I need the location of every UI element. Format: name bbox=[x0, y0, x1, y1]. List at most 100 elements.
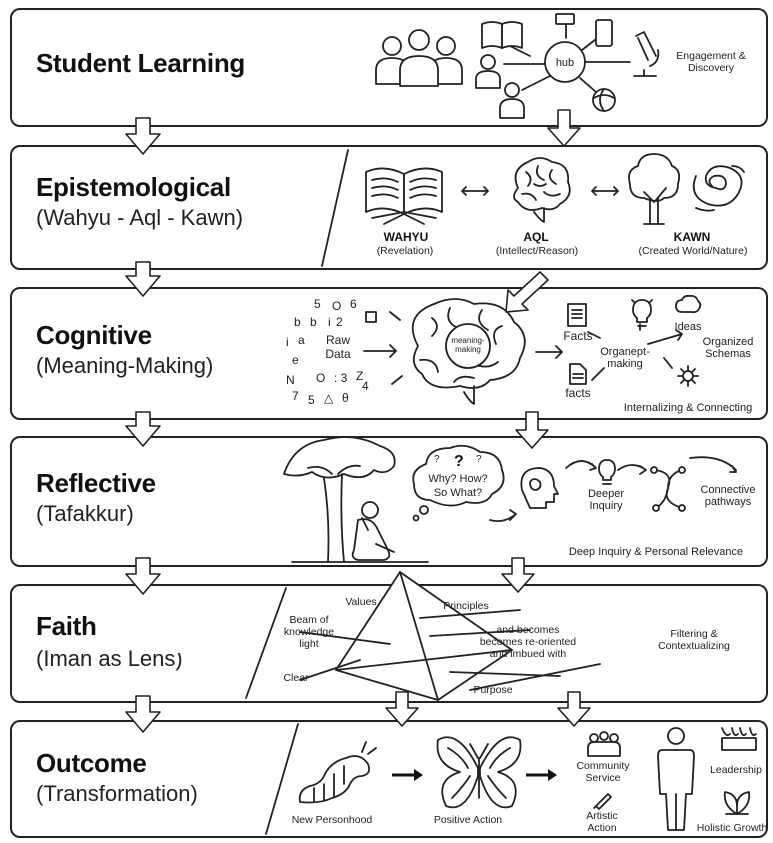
leadership-label: Leadership bbox=[710, 764, 762, 776]
new-personhood-label: New Personhood bbox=[291, 814, 373, 826]
svg-text:θ: θ bbox=[342, 391, 349, 405]
meaning-making-label: meaning-making bbox=[451, 336, 485, 354]
pen-icon bbox=[593, 793, 612, 810]
bidirectional-arrow-icon bbox=[591, 186, 619, 196]
clear-label: Clear bbox=[283, 672, 309, 684]
svg-text:?: ? bbox=[434, 454, 440, 465]
svg-text:b: b bbox=[310, 315, 317, 329]
organept-making-label: Organept-making bbox=[600, 346, 650, 370]
aql-label: AQL bbox=[523, 230, 549, 244]
galaxy-icon bbox=[692, 165, 745, 212]
holistic-growth-label: Holistic Growth bbox=[696, 822, 768, 834]
svg-text:i: i bbox=[286, 335, 289, 349]
question-thought-bubble-icon: ? ? ? bbox=[412, 444, 505, 522]
butterfly-icon bbox=[436, 736, 522, 809]
layer-title-epistemological: Epistemological bbox=[36, 172, 231, 202]
deeper-inquiry-label: Deeper Inquiry bbox=[587, 488, 625, 512]
head-brain-icon bbox=[520, 467, 559, 509]
right-arrow-icon bbox=[392, 769, 423, 781]
bidirectional-arrow-icon bbox=[461, 186, 489, 196]
redaction-blot bbox=[164, 730, 260, 786]
holistic-growth-icon bbox=[723, 791, 751, 815]
svg-text:O: O bbox=[332, 299, 341, 313]
layer-subtitle-cognitive: (Meaning-Making) bbox=[36, 353, 214, 378]
svg-text:7: 7 bbox=[292, 389, 299, 403]
facts-label-1: Facts bbox=[563, 329, 593, 343]
svg-text:△: △ bbox=[324, 391, 334, 405]
layer-subtitle-reflective: (Tafakkur) bbox=[36, 501, 134, 526]
connective-pathways-icon bbox=[650, 466, 686, 512]
principles-label: Principles bbox=[443, 600, 489, 612]
svg-text:5: 5 bbox=[308, 393, 315, 407]
why-how-so-what-label: Why? How? So What? bbox=[428, 473, 488, 499]
svg-text:e: e bbox=[292, 353, 299, 367]
values-label: Values bbox=[345, 596, 377, 608]
artistic-action-label: Artistic Action bbox=[586, 810, 618, 834]
facts-document-icon bbox=[569, 363, 587, 385]
redaction-blot bbox=[174, 446, 252, 518]
students-icon bbox=[375, 29, 463, 87]
aql-gloss: (Intellect/Reason) bbox=[495, 245, 579, 257]
svg-text:5: 5 bbox=[314, 297, 321, 311]
layer-title-cognitive: Cognitive bbox=[36, 320, 152, 350]
redaction-blot bbox=[240, 150, 318, 200]
redaction-blot bbox=[166, 292, 256, 346]
meaning-making-brain-icon bbox=[411, 298, 526, 405]
svg-text:O: O bbox=[316, 371, 325, 385]
gear-icon bbox=[677, 365, 699, 387]
redaction-blot bbox=[110, 594, 220, 654]
svg-text:a: a bbox=[298, 333, 305, 347]
deep-inquiry-caption: Deep Inquiry & Personal Relevance bbox=[568, 546, 744, 558]
svg-text:: 3: : 3 bbox=[334, 371, 348, 385]
layer-title-faith: Faith bbox=[36, 611, 97, 641]
svg-text:Z: Z bbox=[356, 369, 363, 383]
kawn-label: KAWN bbox=[673, 230, 711, 244]
panel-cognitive bbox=[10, 287, 768, 420]
community-service-label: Community Service bbox=[576, 760, 630, 784]
svg-text:4: 4 bbox=[362, 379, 369, 393]
thought-cloud-icon bbox=[675, 294, 702, 314]
leadership-icon bbox=[721, 727, 757, 751]
raw-data-label: Raw Data bbox=[325, 333, 351, 361]
thinker-under-tree-illustration bbox=[283, 436, 429, 563]
facts-document-icon bbox=[567, 303, 587, 327]
standing-person-icon bbox=[657, 727, 695, 831]
layer-title-student-learning: Student Learning bbox=[36, 48, 245, 78]
down-arrow-icon bbox=[125, 109, 591, 733]
filtering-contextualizing-caption: Filtering & Contextualizing bbox=[658, 628, 730, 652]
caterpillar-icon bbox=[298, 741, 377, 804]
svg-text:2: 2 bbox=[336, 315, 343, 329]
layer-subtitle-outcome: (Transformation) bbox=[36, 781, 198, 806]
hub-label: hub bbox=[555, 57, 575, 69]
kawn-gloss: (Created World/Nature) bbox=[638, 245, 748, 257]
layer-title-reflective: Reflective bbox=[36, 468, 156, 498]
right-arrow-icon bbox=[526, 769, 557, 781]
quran-book-icon bbox=[365, 167, 443, 225]
connective-pathways-label: Connective pathways bbox=[700, 484, 756, 508]
svg-text:?: ? bbox=[476, 454, 482, 465]
purpose-label: Purpose bbox=[473, 684, 513, 696]
facts-label-2: facts bbox=[565, 386, 591, 400]
svg-text:N: N bbox=[286, 373, 295, 387]
lightbulb-icon bbox=[631, 299, 653, 327]
internalizing-connecting-caption: Internalizing & Connecting bbox=[623, 402, 753, 414]
wahyu-label: WAHYU bbox=[383, 230, 429, 244]
svg-text:i: i bbox=[328, 315, 331, 329]
tree-icon bbox=[628, 153, 681, 225]
panel-reflective bbox=[10, 436, 768, 567]
beam-of-knowledge-label: Beam of knowledge light bbox=[283, 614, 335, 650]
positive-action-label: Positive Action bbox=[433, 814, 503, 826]
svg-text:6: 6 bbox=[350, 297, 357, 311]
wahyu-gloss: (Revelation) bbox=[376, 245, 434, 257]
community-icon bbox=[587, 731, 621, 757]
reoriented-label: and becomes becomes re-oriented and imbu… bbox=[479, 624, 577, 660]
svg-text:?: ? bbox=[454, 453, 464, 470]
ideas-label: Ideas bbox=[674, 321, 702, 333]
